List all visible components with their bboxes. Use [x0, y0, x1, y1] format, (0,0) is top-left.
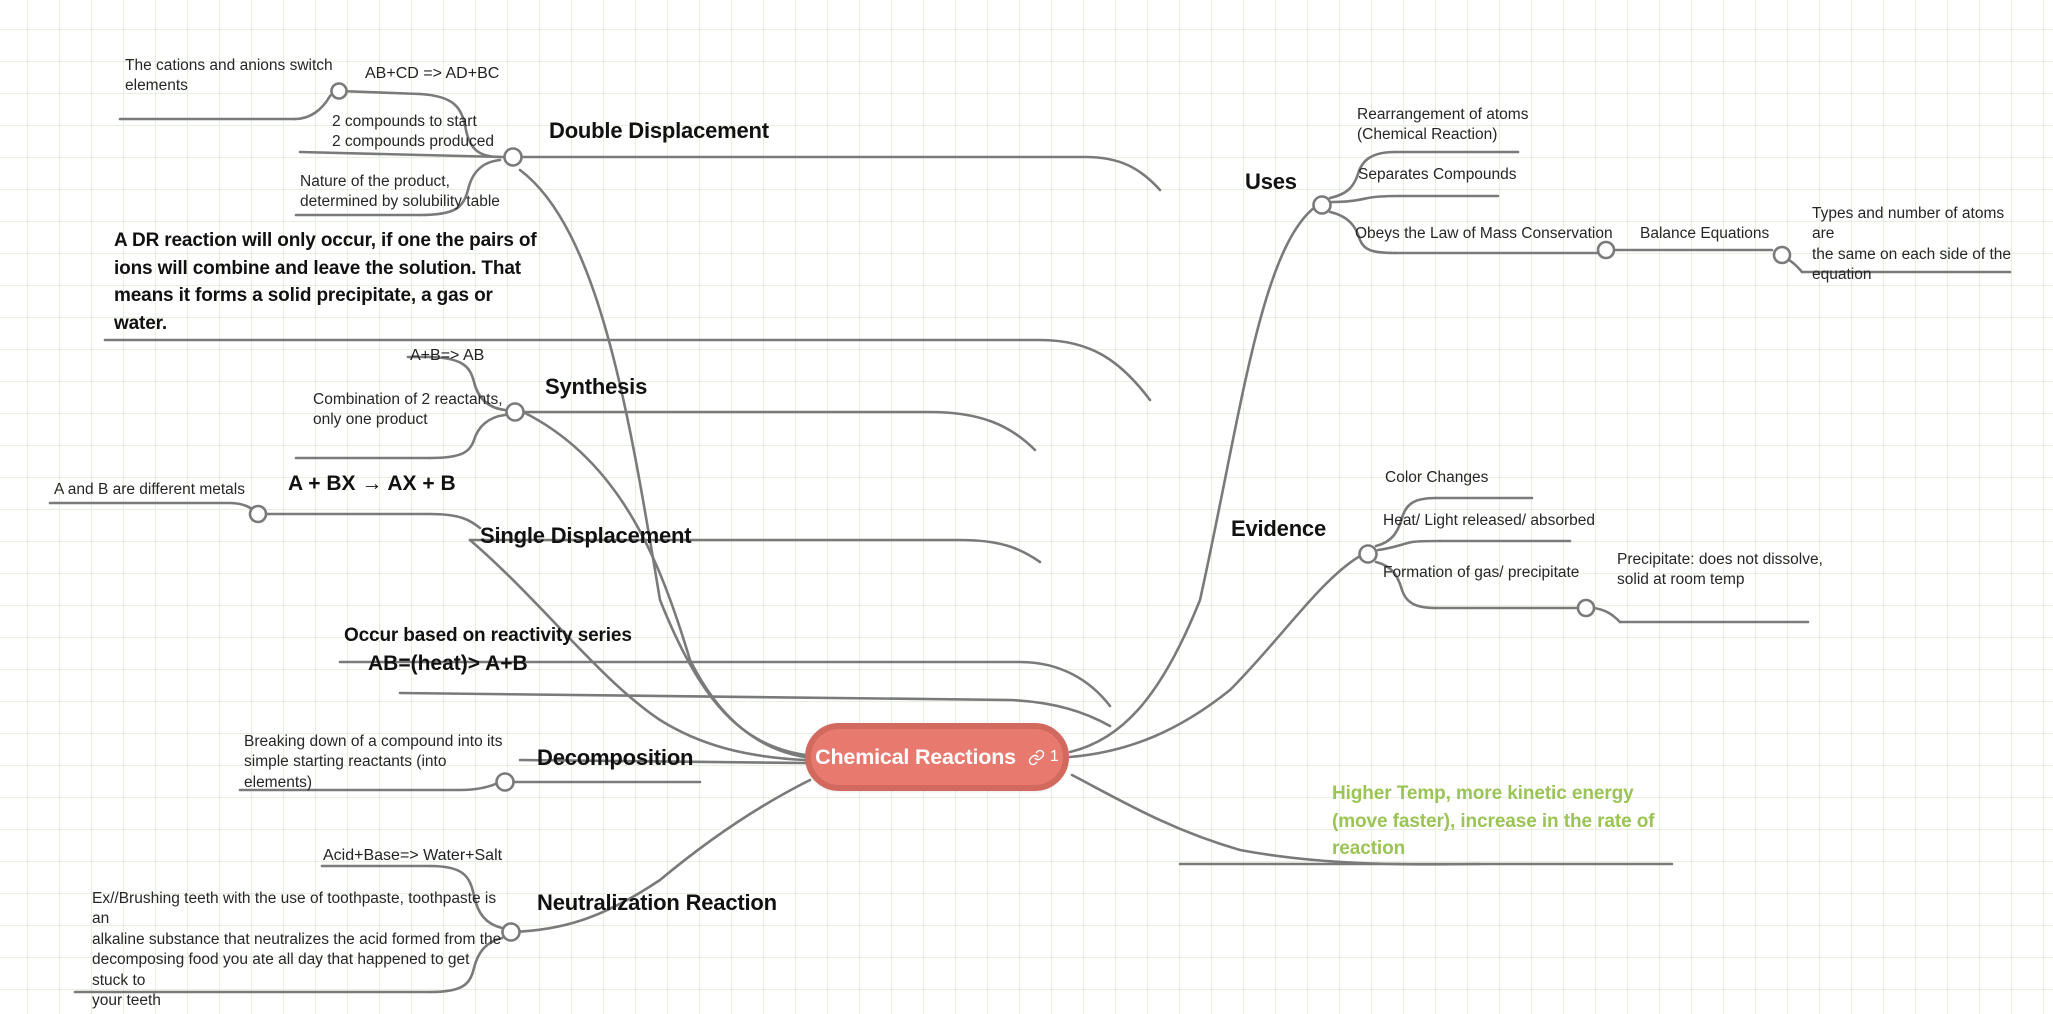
branch-title-double-displacement[interactable]: Double Displacement: [549, 118, 769, 143]
label-evidence-color-changes[interactable]: Color Changes: [1385, 469, 1489, 486]
branch-title-uses[interactable]: Uses: [1245, 169, 1297, 194]
label-uses-rearrangement[interactable]: Rearrangement of atoms (Chemical Reactio…: [1357, 106, 1529, 144]
label-synthesis-combination[interactable]: Combination of 2 reactants, only one pro…: [313, 391, 503, 429]
label-precipitate-definition[interactable]: Precipitate: does not dissolve, solid at…: [1617, 551, 1823, 589]
label-neutralization-example[interactable]: Ex//Brushing teeth with the use of tooth…: [92, 890, 502, 1010]
label-dd-nature-of-product[interactable]: Nature of the product, determined by sol…: [300, 173, 500, 211]
label-uses-mass-conservation[interactable]: Obeys the Law of Mass Conservation: [1355, 225, 1613, 242]
note-dr-reaction[interactable]: A DR reaction will only occur, if one th…: [114, 230, 542, 334]
root-node-label: Chemical Reactions: [815, 744, 1016, 769]
label-neutralization-equation[interactable]: Acid+Base=> Water+Salt: [323, 847, 503, 864]
label-decomposition-equation[interactable]: AB=(heat)> A+B: [368, 652, 528, 675]
root-link-badge[interactable]: 1: [1028, 748, 1059, 766]
branch-title-decomposition[interactable]: Decomposition: [537, 745, 694, 770]
label-dd-equation[interactable]: AB+CD => AD+BC: [365, 65, 500, 82]
link-icon: [1028, 749, 1045, 765]
root-node-chemical-reactions[interactable]: Chemical Reactions 1: [805, 723, 1069, 791]
label-uses-separates-compounds[interactable]: Separates Compounds: [1358, 166, 1517, 183]
label-cations-anions-switch[interactable]: The cations and anions switch elements: [125, 57, 333, 95]
label-sd-equation[interactable]: A + BX → AX + B: [288, 472, 456, 495]
label-evidence-heat-light[interactable]: Heat/ Light released/ absorbed: [1383, 512, 1595, 529]
note-higher-temperature[interactable]: Higher Temp, more kinetic energy (move f…: [1332, 783, 1660, 860]
branch-title-evidence[interactable]: Evidence: [1231, 516, 1327, 541]
label-decomposition-description[interactable]: Breaking down of a compound into its sim…: [244, 733, 503, 791]
root-link-count: 1: [1049, 748, 1059, 765]
branch-title-neutralization[interactable]: Neutralization Reaction: [537, 890, 777, 915]
label-types-number-of-atoms[interactable]: Types and number of atoms are the same o…: [1812, 205, 2012, 284]
label-dd-two-compounds[interactable]: 2 compounds to start 2 compounds produce…: [332, 113, 495, 151]
label-balance-equations[interactable]: Balance Equations: [1640, 225, 1770, 242]
branch-title-single-displacement[interactable]: Single Displacement: [480, 523, 692, 548]
label-evidence-gas-precipitate[interactable]: Formation of gas/ precipitate: [1383, 564, 1580, 581]
label-sd-reactivity-series[interactable]: Occur based on reactivity series: [344, 625, 632, 646]
branch-title-synthesis[interactable]: Synthesis: [545, 374, 648, 399]
label-sd-different-metals[interactable]: A and B are different metals: [54, 481, 245, 498]
label-synthesis-equation[interactable]: A+B=> AB: [410, 347, 485, 364]
